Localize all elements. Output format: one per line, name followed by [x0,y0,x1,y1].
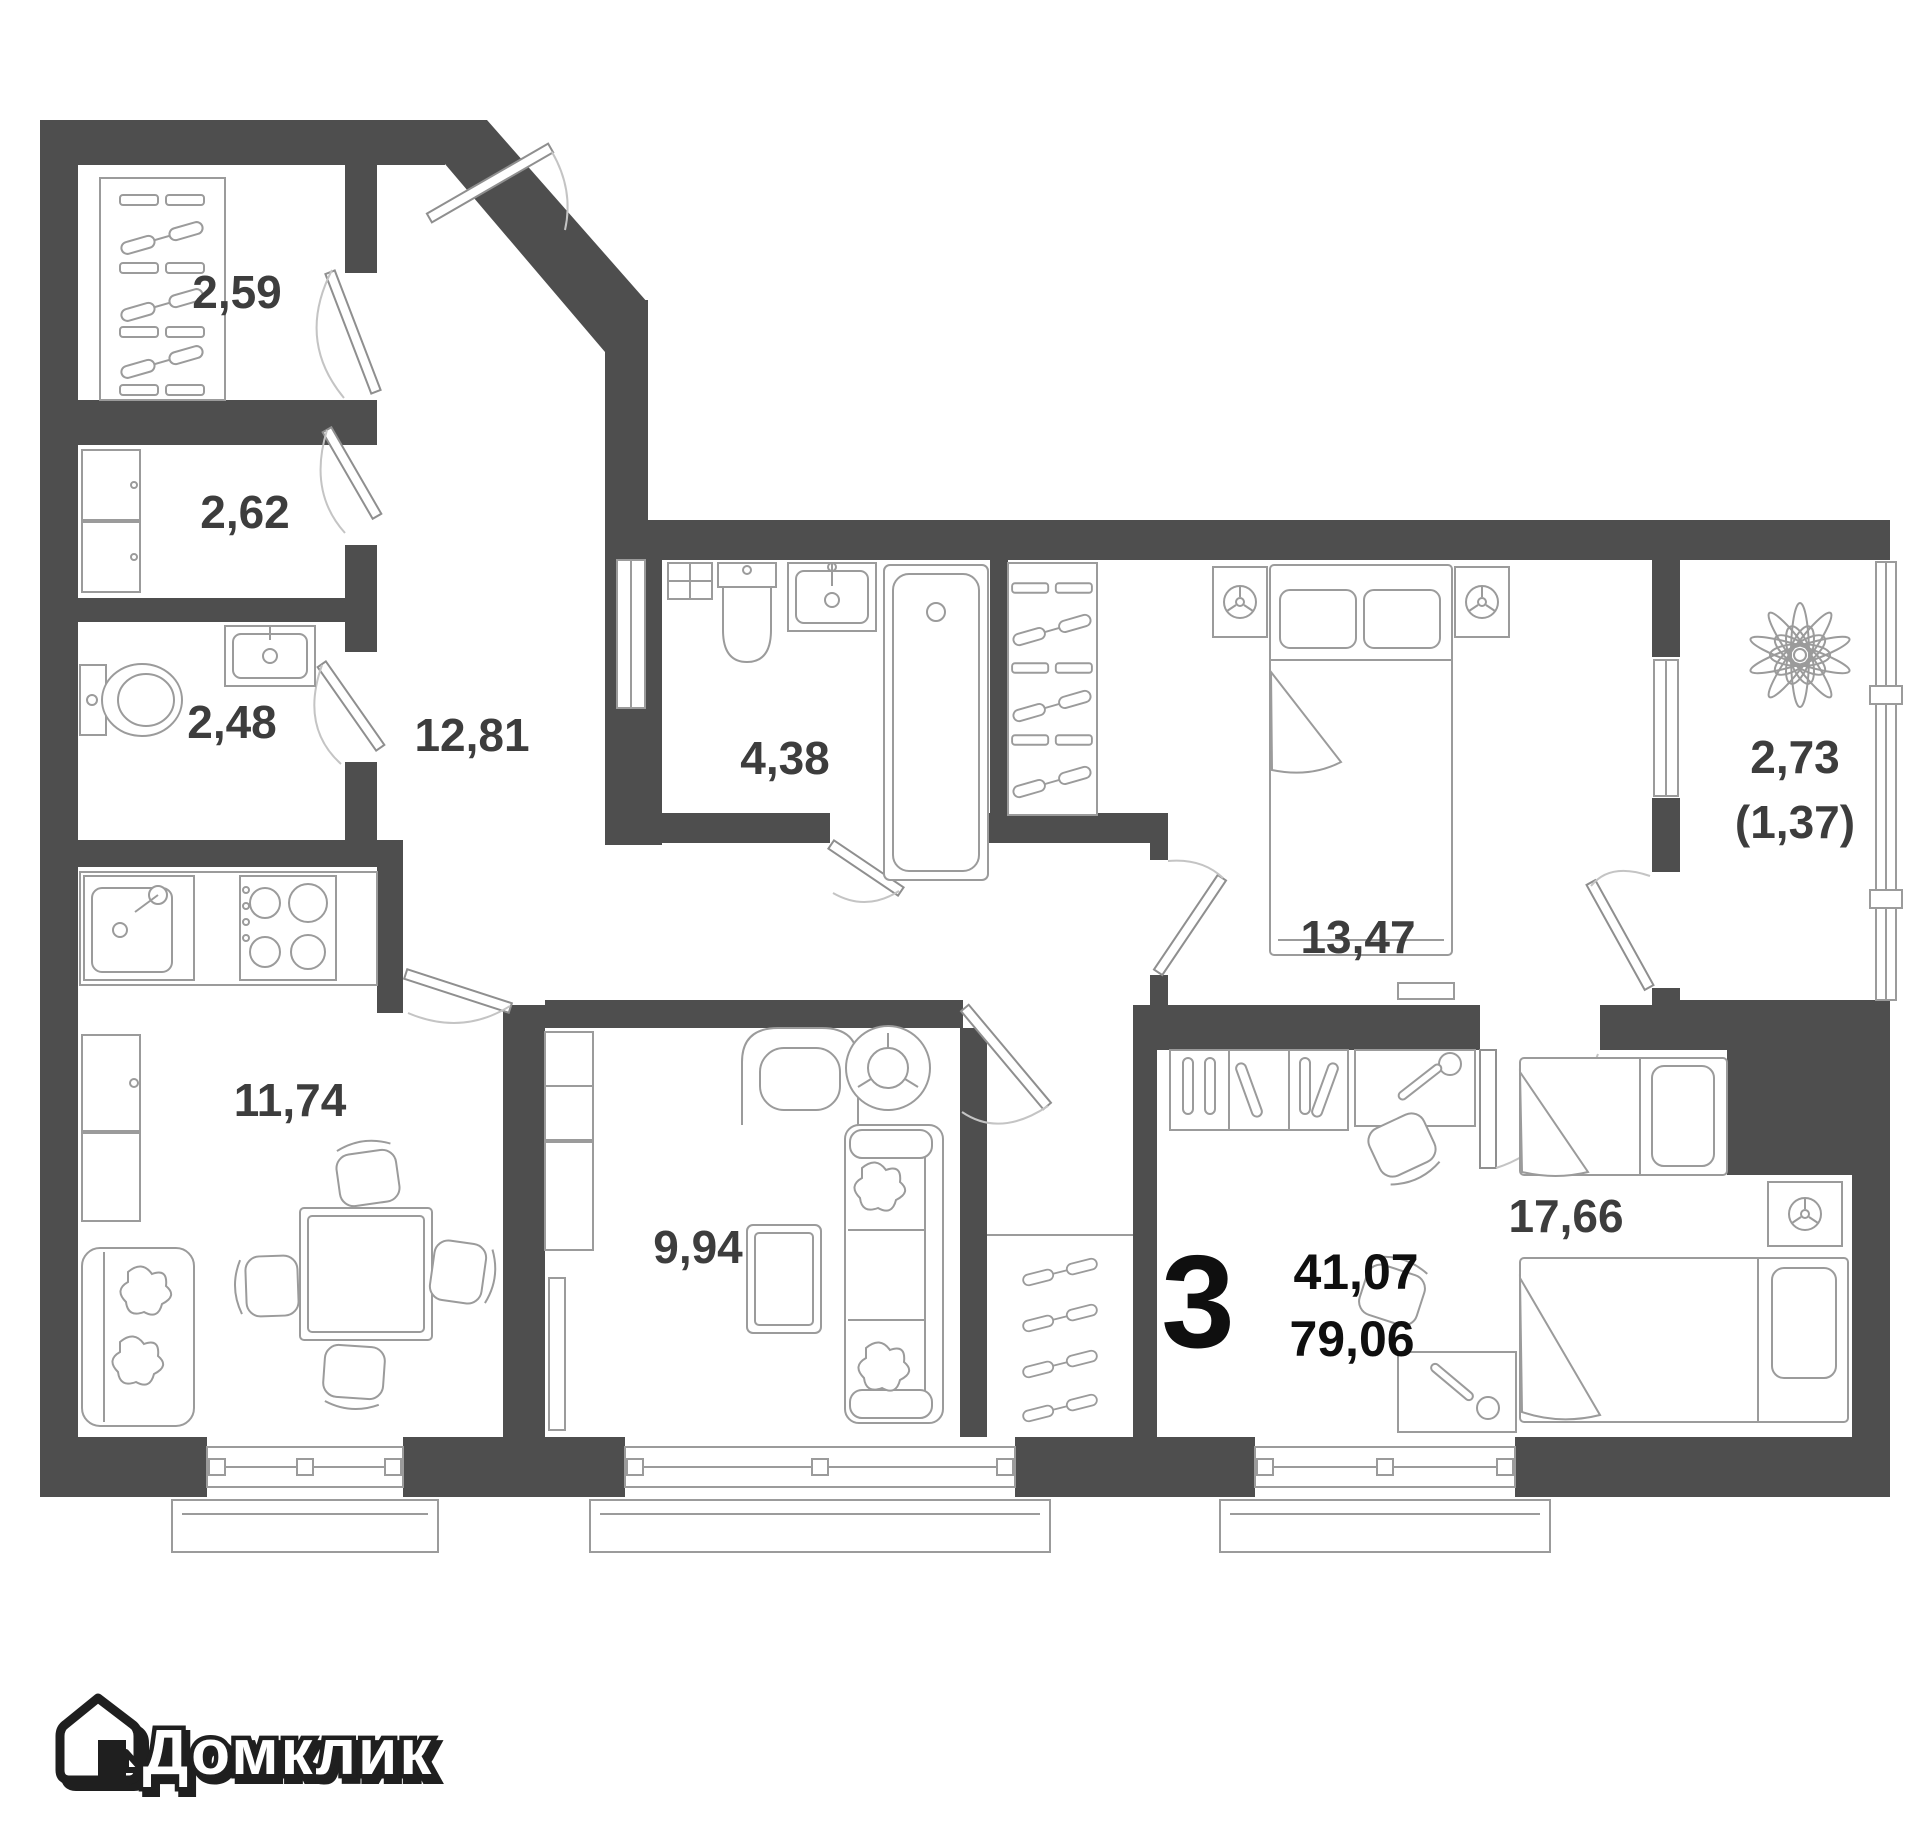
room-bathroom: 4,38 [667,562,989,881]
room-label-storage: 2,62 [200,486,290,538]
room-label-balcony: 2,73 [1750,731,1840,783]
domclick-logo: Домклик Домклик [55,1693,440,1798]
house-icon [55,1693,149,1791]
room-wc-small: 2,48 [79,625,316,748]
room-balcony: 2,73 (1,37) [1735,602,1855,848]
room-kitchen: 11,74 [79,871,500,1427]
room-label-hall: 12,81 [414,709,529,761]
entrance-door [425,142,555,224]
summary-total-area: 79,06 [1289,1311,1414,1367]
windows [171,561,1903,1553]
balcony-glazing [1869,561,1903,1001]
summary-rooms-count: 3 [1161,1228,1234,1375]
room-label-wc-small: 2,48 [187,696,277,748]
logo-text: Домклик [143,1716,434,1788]
summary-living-area: 41,07 [1293,1244,1418,1300]
room-label-bedroom-1: 13,47 [1300,911,1415,963]
plant-icon [1749,602,1851,708]
room-bedroom-2: 17,66 [1169,1049,1849,1433]
room-living: 9,94 [544,1025,944,1431]
room-storage: 2,62 [81,449,290,593]
apartment-summary: 3 41,07 79,06 [1161,1228,1418,1375]
room-label-balcony-reduced: (1,37) [1735,796,1855,848]
living-window [589,1446,1051,1553]
logo-text-shadow: Домклик [147,1721,438,1793]
room-hall: 12,81 [414,709,1133,1424]
kitchen-window [171,1446,439,1553]
room-label-bedroom-2: 17,66 [1508,1190,1623,1242]
room-wardrobe-top: 2,59 [99,177,282,401]
room-label-wardrobe-top: 2,59 [192,266,282,318]
room-bedroom-1: 13,47 [1007,562,1510,1000]
room-label-living: 9,94 [653,1221,743,1273]
walls [40,120,1890,1497]
room-label-kitchen: 11,74 [234,1074,347,1126]
room-label-bathroom: 4,38 [740,732,830,784]
bedroom-2-window [1219,1446,1551,1553]
doors [313,142,1655,1169]
